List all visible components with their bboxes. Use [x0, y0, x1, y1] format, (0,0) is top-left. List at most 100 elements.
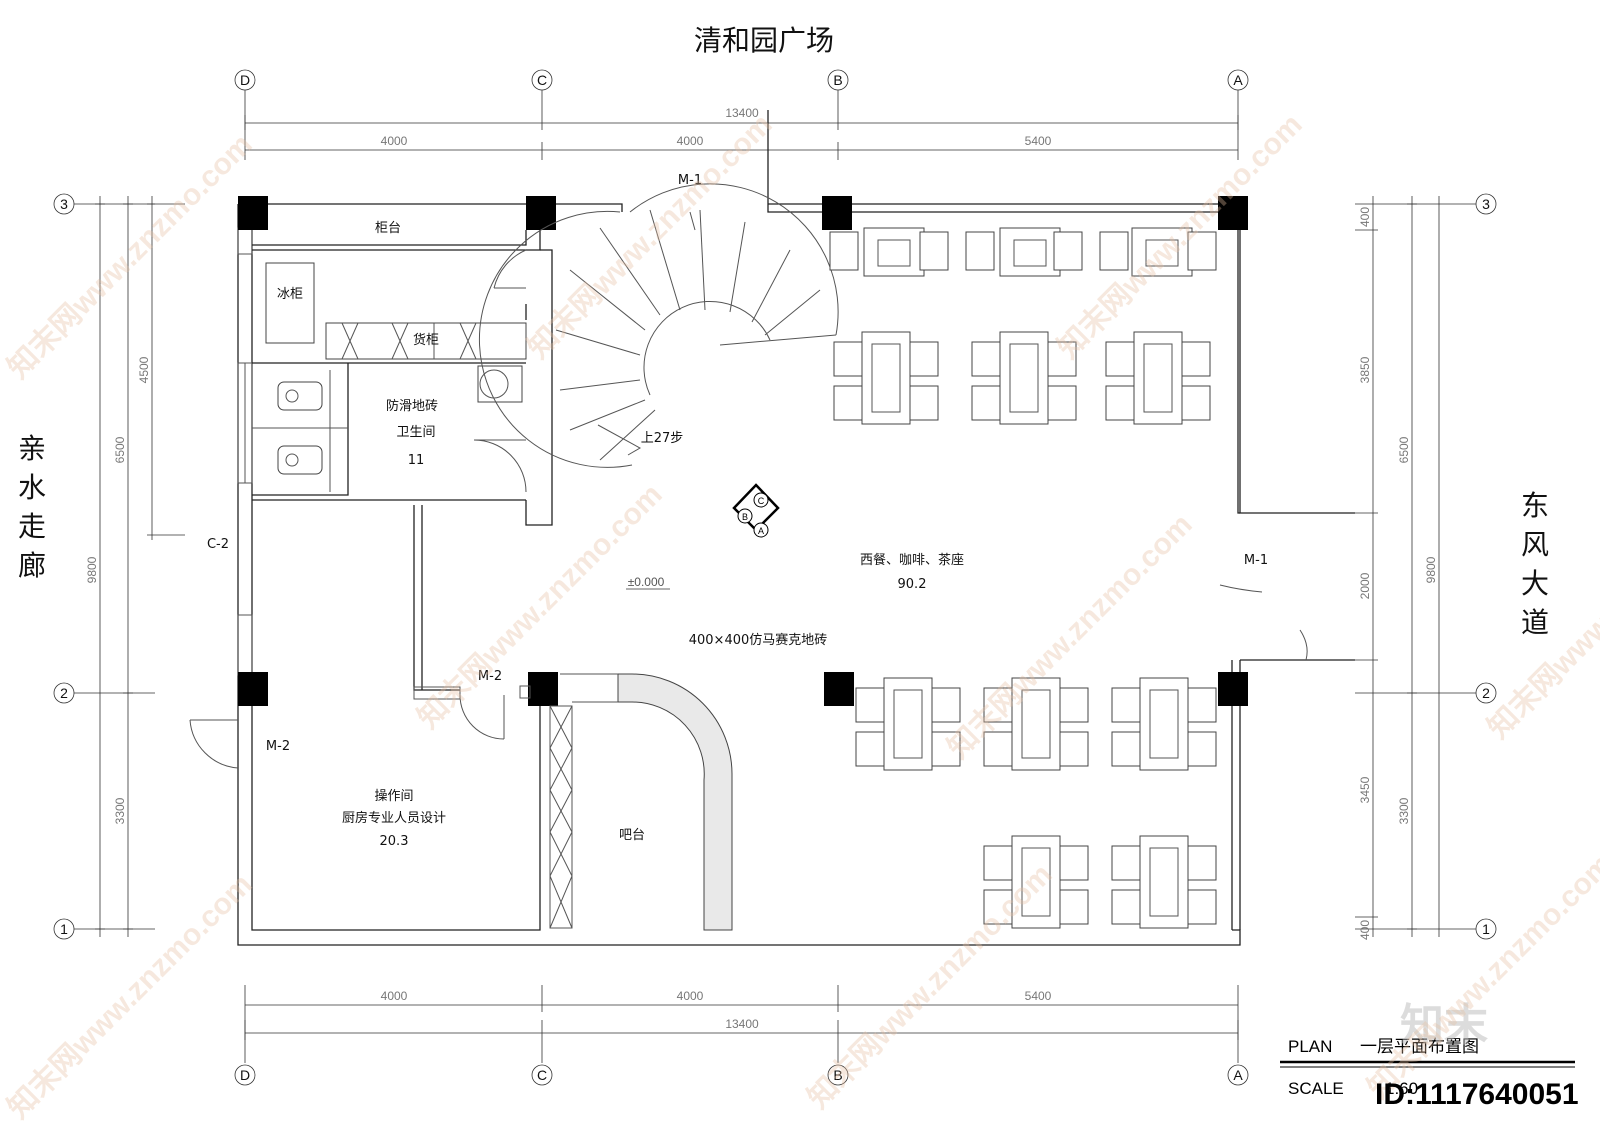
label-dining: 西餐、咖啡、茶座 — [860, 552, 964, 568]
plan-label: PLAN — [1288, 1037, 1332, 1056]
label-fridge: 冰柜 — [277, 287, 303, 302]
compass-marker: C B A — [732, 483, 780, 538]
svg-text:M-1: M-1 — [1244, 553, 1268, 568]
axis-bubbles-top: D C B A — [234, 69, 1249, 130]
svg-text:知末网www.znzmo.com: 知末网www.znzmo.com — [522, 108, 779, 365]
svg-text:5400: 5400 — [1025, 134, 1052, 148]
svg-text:道: 道 — [1521, 606, 1549, 639]
svg-text:B: B — [742, 512, 748, 522]
fridge — [265, 262, 315, 344]
service-area — [252, 230, 553, 526]
svg-text:知末网www.znzmo.com: 知末网www.znzmo.com — [1362, 848, 1600, 1105]
toilet-fixture — [277, 381, 323, 475]
label-counter: 柜台 — [375, 221, 401, 236]
svg-text:M-2: M-2 — [478, 669, 502, 684]
svg-text:2: 2 — [1482, 685, 1490, 701]
watermark-text: 知末网www.znzmo.com 知末网www.znzmo.com 知末网www… — [2, 108, 1600, 1125]
label-toilet: 卫生间 — [396, 425, 435, 440]
structural-columns — [238, 196, 1248, 706]
scale-label: SCALE — [1288, 1079, 1344, 1098]
dimensions-top: 13400 4000 4000 5400 — [244, 106, 1239, 160]
bar-counter — [549, 673, 733, 931]
svg-text:廊: 廊 — [18, 549, 46, 582]
svg-text:走: 走 — [18, 510, 46, 543]
cargo-shelf — [325, 322, 527, 360]
svg-text:A: A — [1233, 1067, 1243, 1083]
dimensions-bottom: 4000 4000 5400 13400 — [244, 985, 1239, 1040]
svg-text:5400: 5400 — [1025, 989, 1052, 1003]
svg-text:C: C — [758, 496, 765, 506]
svg-text:水: 水 — [18, 471, 46, 504]
svg-text:6500: 6500 — [113, 436, 127, 463]
svg-text:风: 风 — [1521, 528, 1549, 561]
axis-bubbles-left: 3 2 1 — [53, 193, 155, 940]
svg-text:4000: 4000 — [677, 989, 704, 1003]
svg-text:知末网www.znzmo.com: 知末网www.znzmo.com — [2, 128, 259, 385]
svg-text:3450: 3450 — [1358, 776, 1372, 803]
svg-text:2000: 2000 — [1358, 572, 1372, 599]
svg-text:D: D — [240, 1067, 250, 1083]
svg-text:6500: 6500 — [1397, 436, 1411, 463]
svg-text:A: A — [758, 526, 764, 536]
svg-text:D: D — [240, 72, 250, 88]
label-toilet-floor: 防滑地砖 — [386, 398, 438, 414]
label-bar: 吧台 — [619, 828, 645, 843]
label-kitchen-area: 20.3 — [380, 834, 409, 849]
svg-text:13400: 13400 — [725, 106, 759, 120]
svg-text:13400: 13400 — [725, 1017, 759, 1031]
svg-text:3300: 3300 — [113, 797, 127, 824]
kitchen-walls — [189, 505, 531, 769]
svg-text:亲: 亲 — [18, 432, 46, 465]
svg-text:4000: 4000 — [381, 134, 408, 148]
label-elevation: ±0.000 — [628, 575, 665, 589]
svg-text:C: C — [537, 1067, 547, 1083]
watermark-id: ID:1117640051 — [1375, 1078, 1579, 1111]
svg-text:知末网www.znzmo.com: 知末网www.znzmo.com — [802, 858, 1059, 1115]
title-top-plaza: 清和园广场 — [694, 24, 834, 57]
room-labels: 柜台 冰柜 货柜 防滑地砖 卫生间 11 上27步 西餐、咖啡、茶座 90.2 … — [277, 221, 964, 849]
svg-text:3: 3 — [1482, 196, 1490, 212]
label-floor-tile: 400×400仿马赛克地砖 — [689, 632, 828, 648]
svg-text:B: B — [833, 1067, 842, 1083]
title-left-corridor: 亲 水 走 廊 — [18, 432, 46, 582]
title-block: PLAN 一层平面布置图 SCALE 1:60 — [1280, 1037, 1575, 1098]
svg-text:3300: 3300 — [1397, 797, 1411, 824]
svg-text:9800: 9800 — [1424, 556, 1438, 583]
dining-tables-lower-rows — [855, 677, 1217, 929]
title-right-avenue: 东 风 大 道 — [1521, 489, 1549, 639]
watermark-logo: 知末 — [1400, 1001, 1488, 1050]
label-kitchen: 操作间 — [374, 788, 413, 804]
svg-text:2: 2 — [60, 685, 68, 701]
svg-text:C-2: C-2 — [207, 537, 229, 552]
dimensions-right: 400 3850 2000 3450 400 6500 3300 9800 — [1355, 196, 1440, 940]
svg-text:400: 400 — [1358, 920, 1372, 940]
scale-value: 1:60 — [1385, 1079, 1418, 1098]
svg-text:4000: 4000 — [677, 134, 704, 148]
label-dining-area: 90.2 — [898, 577, 927, 592]
dimensions-left: 9800 6500 3300 4500 — [85, 196, 185, 937]
svg-text:大: 大 — [1521, 567, 1549, 600]
svg-text:M-1: M-1 — [678, 173, 702, 188]
svg-text:知末网www.znzmo.com: 知末网www.znzmo.com — [2, 868, 259, 1125]
label-stairs: 上27步 — [641, 431, 684, 446]
label-toilet-area: 11 — [408, 453, 425, 468]
svg-text:4500: 4500 — [137, 356, 151, 383]
svg-text:东: 东 — [1521, 489, 1549, 522]
svg-text:1: 1 — [60, 921, 68, 937]
svg-text:3850: 3850 — [1358, 356, 1372, 383]
svg-text:C: C — [537, 72, 547, 88]
svg-text:1: 1 — [1482, 921, 1490, 937]
svg-text:9800: 9800 — [85, 556, 99, 583]
svg-text:A: A — [1233, 72, 1243, 88]
dining-tables-top-row — [829, 227, 1217, 277]
svg-text:3: 3 — [60, 196, 68, 212]
plan-title: 一层平面布置图 — [1360, 1037, 1479, 1056]
door-labels: M-1 M-1 M-2 M-2 C-2 — [207, 173, 1268, 754]
spiral-staircase — [478, 183, 839, 468]
dining-tables-middle-row — [833, 331, 1211, 425]
svg-text:知末: 知末 — [1400, 1001, 1488, 1050]
svg-text:400: 400 — [1358, 207, 1372, 227]
right-entry-door — [1219, 584, 1308, 661]
svg-text:M-2: M-2 — [266, 739, 290, 754]
